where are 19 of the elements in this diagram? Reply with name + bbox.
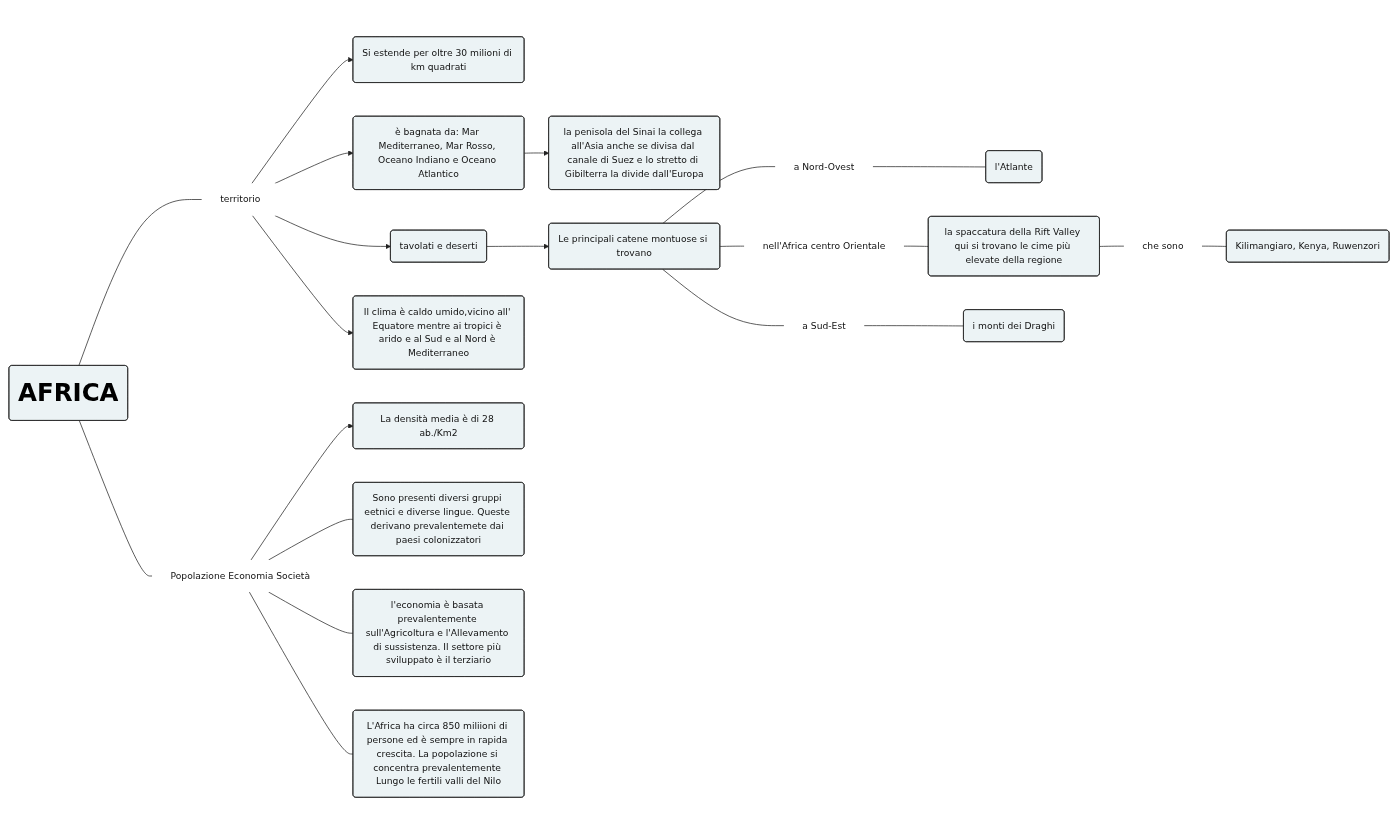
node-text: a Sud-Est — [802, 319, 846, 331]
node-text: territorio — [220, 193, 261, 205]
connector — [872, 166, 987, 168]
connector — [1201, 245, 1227, 247]
connector — [863, 325, 965, 327]
connector — [79, 420, 153, 577]
node-text: a Nord-Ovest — [793, 160, 855, 172]
connector — [78, 199, 203, 367]
connector — [1099, 245, 1125, 247]
connector — [268, 591, 354, 634]
connector — [268, 518, 354, 561]
node-text: nell'Africa centro Orientale — [762, 240, 886, 252]
node-text: Popolazione Economia Società — [170, 570, 311, 582]
connector — [249, 591, 354, 755]
connector — [719, 245, 745, 247]
node-text: che sono — [1142, 240, 1184, 252]
connector — [662, 166, 776, 224]
connector — [662, 269, 785, 326]
connector — [903, 245, 929, 247]
